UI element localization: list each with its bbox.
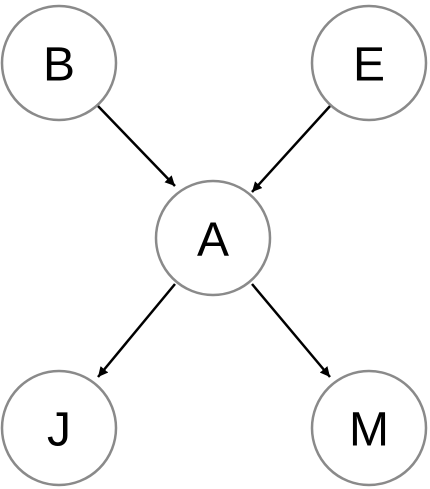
node-m-circle bbox=[310, 369, 428, 487]
edge-a-to-j bbox=[97, 283, 176, 378]
edge-b-to-a bbox=[96, 104, 176, 187]
node-a[interactable]: A bbox=[154, 179, 272, 297]
edge-e-to-a bbox=[251, 104, 332, 193]
node-e-circle bbox=[310, 4, 428, 122]
edge-a-to-m bbox=[251, 283, 331, 378]
node-j[interactable]: J bbox=[0, 369, 118, 487]
node-b-circle bbox=[0, 4, 118, 122]
node-b-label: B bbox=[43, 39, 75, 92]
node-j-label: J bbox=[47, 404, 71, 457]
node-a-circle bbox=[154, 179, 272, 297]
edges-group bbox=[96, 104, 332, 378]
node-j-circle bbox=[0, 369, 118, 487]
node-b[interactable]: B bbox=[0, 4, 118, 122]
node-m[interactable]: M bbox=[310, 369, 428, 487]
node-a-label: A bbox=[197, 214, 229, 267]
node-e-label: E bbox=[353, 39, 385, 92]
node-e[interactable]: E bbox=[310, 4, 428, 122]
node-m-label: M bbox=[349, 404, 389, 457]
